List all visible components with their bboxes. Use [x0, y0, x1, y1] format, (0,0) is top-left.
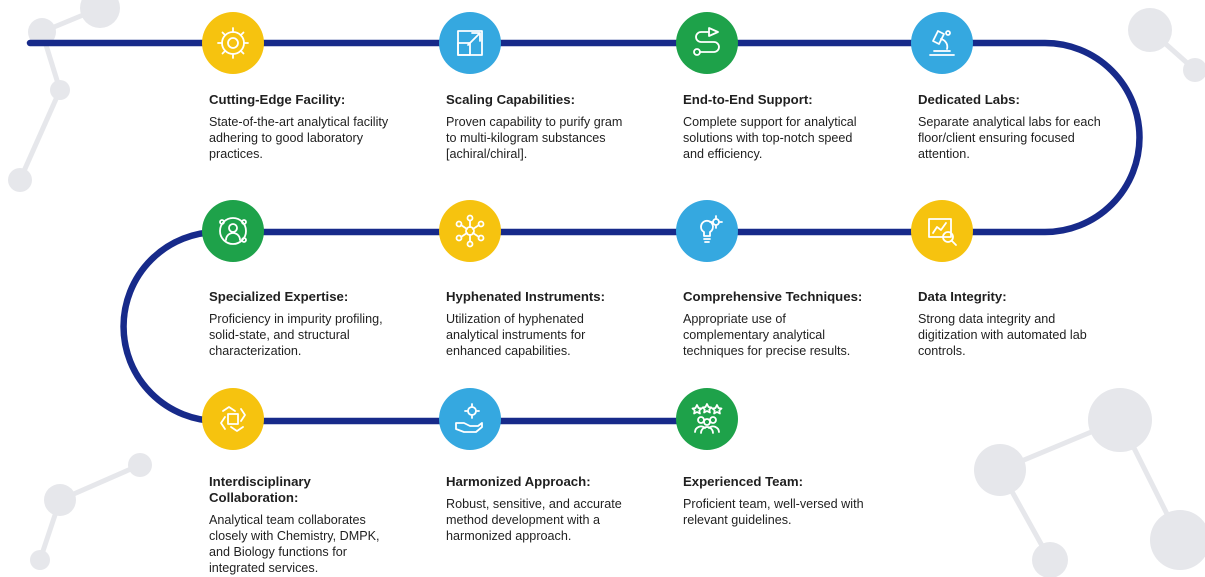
route-icon — [693, 27, 720, 56]
feature-description: Utilization of hyphenated analytical ins… — [446, 312, 586, 358]
feature-card-6: Hyphenated Instruments: Utilization of hy… — [446, 289, 631, 359]
molecule-decorations — [8, 0, 1205, 577]
expert-icon — [219, 217, 247, 245]
feature-description: Appropriate use of complementary analyti… — [683, 312, 851, 358]
data-chart-icon — [928, 218, 957, 246]
feature-card-9: Interdisciplinary Collaboration: Analytic… — [209, 474, 394, 576]
timeline-path — [26, 39, 1143, 425]
feature-title: Dedicated Labs: — [918, 92, 1020, 107]
feature-description: Strong data integrity and digitization w… — [918, 312, 1087, 358]
timeline-node-6 — [439, 200, 501, 262]
network-icon — [455, 214, 485, 248]
timeline-node-3 — [676, 12, 738, 74]
feature-description: Separate analytical labs for each floor/… — [918, 115, 1101, 161]
timeline-node-8 — [911, 200, 973, 262]
timeline-node-1 — [202, 12, 264, 74]
feature-title: Specialized Expertise: — [209, 289, 349, 304]
feature-card-1: Cutting-Edge Facility: State-of-the-art a… — [209, 92, 394, 162]
feature-description: Proficient team, well-versed with releva… — [683, 497, 864, 527]
feature-description: Analytical team collaborates closely wit… — [209, 513, 380, 575]
feature-title: Scaling Capabilities: — [446, 92, 575, 107]
feature-title: End-to-End Support: — [683, 92, 813, 107]
timeline-node-7 — [676, 200, 738, 262]
gear-atom-icon — [217, 27, 249, 59]
hand-gear-icon — [455, 403, 483, 433]
feature-description: Proven capability to purify gram to mult… — [446, 115, 623, 161]
feature-card-5: Specialized Expertise: Proficiency in imp… — [209, 289, 394, 359]
feature-title: Data Integrity: — [918, 289, 1007, 304]
timeline-node-9 — [202, 388, 264, 450]
feature-card-11: Experienced Team: Proficient team, well-v… — [683, 474, 868, 528]
bulb-gear-icon — [700, 215, 723, 243]
feature-card-10: Harmonized Approach: Robust, sensitive, a… — [446, 474, 631, 544]
feature-card-3: End-to-End Support: Complete support for … — [683, 92, 868, 162]
timeline-node-10 — [439, 388, 501, 450]
microscope-icon — [929, 30, 955, 56]
feature-card-4: Dedicated Labs: Separate analytical labs … — [918, 92, 1103, 162]
team-stars-icon — [691, 403, 723, 434]
feature-description: Robust, sensitive, and accurate method d… — [446, 497, 622, 543]
hands-icon — [220, 406, 246, 432]
timeline-node-11 — [676, 388, 738, 450]
feature-card-8: Data Integrity: Strong data integrity and… — [918, 289, 1103, 359]
feature-card-7: Comprehensive Techniques: Appropriate use… — [683, 289, 868, 359]
feature-description: Complete support for analytical solution… — [683, 115, 857, 161]
feature-title: Cutting-Edge Facility: — [209, 92, 346, 107]
feature-title: Comprehensive Techniques: — [683, 289, 863, 304]
feature-description: Proficiency in impurity profiling, solid… — [209, 312, 383, 358]
timeline-node-5 — [202, 200, 264, 262]
feature-title: Interdisciplinary Collaboration: — [209, 474, 311, 505]
feature-description: State-of-the-art analytical facility adh… — [209, 115, 389, 161]
timeline-node-4 — [911, 12, 973, 74]
timeline-node-2 — [439, 12, 501, 74]
feature-card-2: Scaling Capabilities: Proven capability t… — [446, 92, 631, 162]
feature-title: Hyphenated Instruments: — [446, 289, 606, 304]
scale-arrow-icon — [457, 30, 483, 56]
feature-title: Experienced Team: — [683, 474, 803, 489]
feature-title: Harmonized Approach: — [446, 474, 591, 489]
